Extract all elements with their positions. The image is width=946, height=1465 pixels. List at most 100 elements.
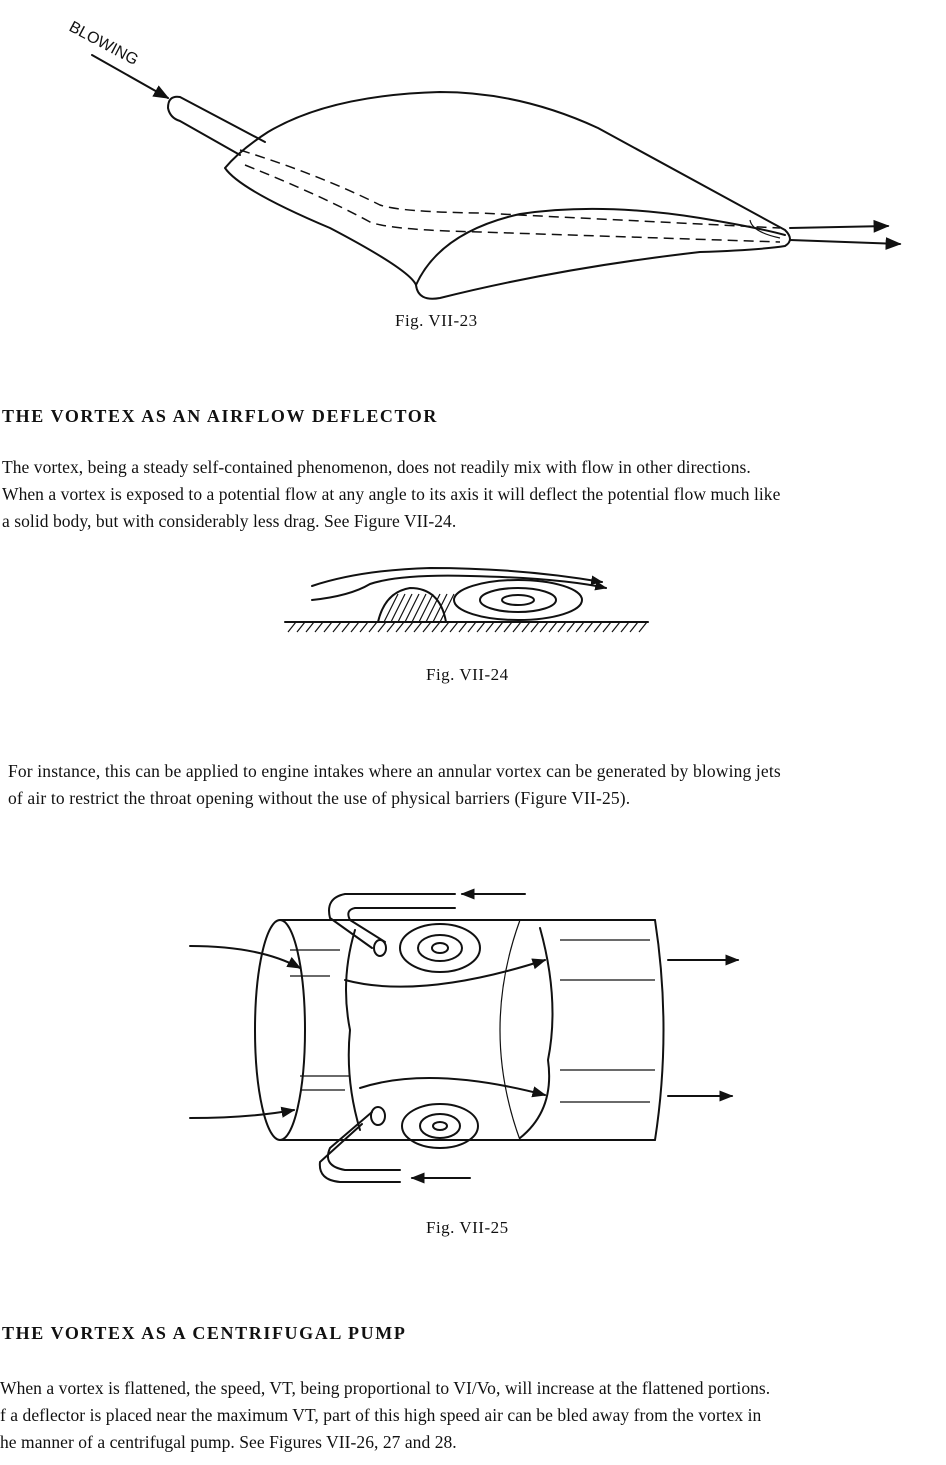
hatch-stroke [411,593,427,623]
streamline-middle [311,574,608,601]
deflected-flow-bottom [359,1077,547,1098]
blowing-tube [167,95,266,156]
hatch-stroke [530,621,540,633]
hatch-stroke [539,621,549,633]
hatch-stroke [305,621,315,633]
section-paragraph-airflow-deflector: The vortex, being a steady self-containe… [2,454,780,535]
figure-caption-vii-24: Fig. VII-24 [426,665,509,684]
lower-blowing-pipe [318,1111,401,1183]
hatch-stroke [422,621,432,633]
ground-hatching [287,621,648,633]
deflected-flow-top [344,958,547,988]
hatch-stroke [359,621,369,633]
hatch-stroke [296,621,306,633]
inflow-arrow-top [189,945,302,969]
hatch-stroke [287,621,297,633]
lower-vortex-outer [401,1103,479,1149]
section-heading-airflow-deflector: THE VORTEX AS AN AIRFLOW DEFLECTOR [2,406,439,426]
hatch-stroke [425,593,441,623]
hatch-stroke [476,621,486,633]
hatch-stroke [467,621,477,633]
paragraph-line: When a vortex is flattened, the speed, V… [0,1378,771,1398]
cylinder-shading-lines [290,939,655,1103]
figure-vii-23-diagram: BLOWING [66,19,902,300]
paragraph-line: When a vortex is exposed to a potential … [2,484,781,504]
upper-vortex-middle [417,934,463,962]
figure-caption-vii-23: Fig. VII-23 [395,311,478,330]
wing-tip-section [415,207,786,286]
hatch-stroke [512,621,522,633]
upper-vortex-outer [399,923,481,973]
hatch-stroke [390,593,406,623]
upper-vortex-inner [431,942,449,954]
cylinder-rear-edge [654,919,665,1141]
hatch-stroke [602,621,612,633]
hatch-stroke [620,621,630,633]
hatch-stroke [314,621,324,633]
lower-vortex-middle [419,1113,461,1139]
section-heading-centrifugal-pump: THE VORTEX AS A CENTRIFUGAL PUMP [2,1323,407,1343]
duct-dashed-upper [239,149,781,229]
obstacle-bump [377,587,447,623]
hatch-stroke [431,621,441,633]
vortex-ring-outer [453,579,583,621]
hatch-stroke [566,621,576,633]
hatch-stroke [611,621,621,633]
section-paragraph-centrifugal-pump: When a vortex is flattened, the speed, V… [0,1375,770,1456]
hatch-stroke [383,593,399,623]
lower-nozzle [370,1106,386,1126]
paragraph-line: of air to restrict the throat opening wi… [8,788,631,808]
hatch-stroke [494,621,504,633]
obstacle-hatching [383,593,455,623]
hatch-stroke [323,621,333,633]
figure-vii-24-diagram [284,567,649,633]
paragraph-line: a solid body, but with considerably less… [2,511,457,531]
hatch-stroke [449,621,459,633]
hatch-stroke [397,593,413,623]
paragraph-line: For instance, this can be applied to eng… [8,761,781,781]
blowing-arrow [91,54,170,99]
hatch-stroke [377,621,387,633]
hatch-stroke [386,621,396,633]
hatch-stroke [418,593,434,623]
throat-ellipse [499,919,521,1141]
paragraph-line: he manner of a centrifugal pump. See Fig… [0,1432,457,1452]
hatch-stroke [503,621,513,633]
hatch-stroke [548,621,558,633]
vortex-ring-inner [501,594,535,606]
hatch-stroke [485,621,495,633]
hatch-stroke [332,621,342,633]
hatch-stroke [440,621,450,633]
streamline-outer [311,567,604,587]
hatch-stroke [439,593,455,623]
upper-blowing-pipe [328,893,456,949]
hatch-stroke [629,621,639,633]
hatch-stroke [404,593,420,623]
upper-nozzle [373,939,387,957]
hatch-stroke [341,621,351,633]
inflow-arrow-bottom [189,1106,296,1119]
hatch-stroke [395,621,405,633]
engine-intake-paragraph: For instance, this can be applied to eng… [8,758,781,812]
exhaust-arrow-lower [789,237,902,250]
cutaway-edge [345,927,554,1139]
trailing-edge-slot [749,219,781,239]
hatch-stroke [521,621,531,633]
exhaust-arrow-upper [789,219,890,233]
hatch-stroke [350,621,360,633]
figure-vii-25-diagram [189,888,740,1184]
hatch-stroke [638,621,648,633]
hatch-stroke [368,621,378,633]
hatch-stroke [584,621,594,633]
hatch-stroke [575,621,585,633]
hatch-stroke [413,621,423,633]
figure-caption-vii-25: Fig. VII-25 [426,1218,509,1237]
hatch-stroke [458,621,468,633]
paragraph-line: f a deflector is placed near the maximum… [0,1405,762,1425]
hatch-stroke [557,621,567,633]
hatch-stroke [404,621,414,633]
lower-vortex-inner [432,1121,448,1131]
hatch-stroke [432,593,448,623]
wing-outline [224,91,791,300]
hatch-stroke [593,621,603,633]
